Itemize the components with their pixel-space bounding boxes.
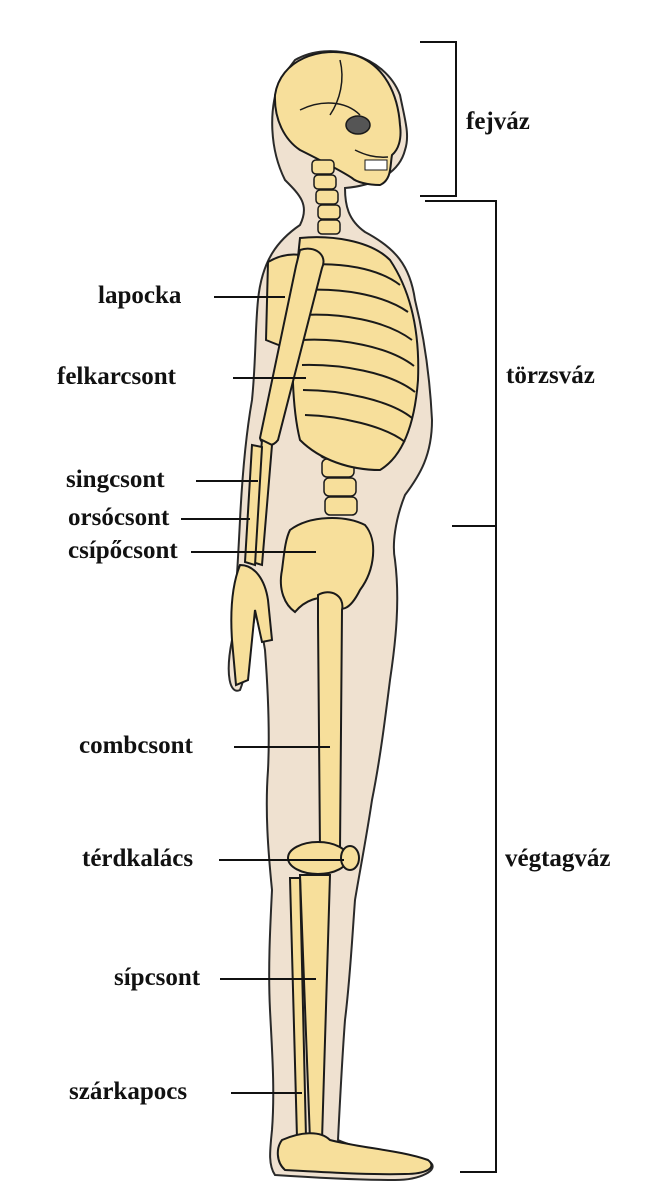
label-torzsvaz: törzsváz: [506, 363, 595, 388]
patella: [341, 846, 359, 870]
label-vegtagvaz: végtagváz: [505, 846, 611, 871]
bracket-fejvaz: [420, 42, 456, 196]
label-terdkalacs: térdkalács: [82, 846, 193, 871]
label-combcsont: combcsont: [79, 733, 193, 758]
label-fejvaz: fejváz: [466, 109, 530, 134]
bracket-torzsvaz: [425, 201, 496, 526]
femur: [318, 592, 342, 857]
label-singcsont: singcsont: [66, 467, 165, 492]
knee-joint: [288, 842, 348, 874]
region-brackets: [420, 42, 496, 1172]
label-felkarcsont: felkarcsont: [57, 364, 176, 389]
label-lapocka: lapocka: [98, 283, 181, 308]
label-orsocsont: orsócsont: [68, 505, 169, 530]
foot: [278, 1133, 432, 1174]
bracket-vegtagvaz: [460, 526, 496, 1172]
label-szarkapocs: szárkapocs: [69, 1079, 187, 1104]
label-sipcsont: sípcsont: [114, 965, 200, 990]
label-csipocsont: csípőcsont: [68, 538, 178, 563]
lower-leg: [290, 875, 330, 1140]
